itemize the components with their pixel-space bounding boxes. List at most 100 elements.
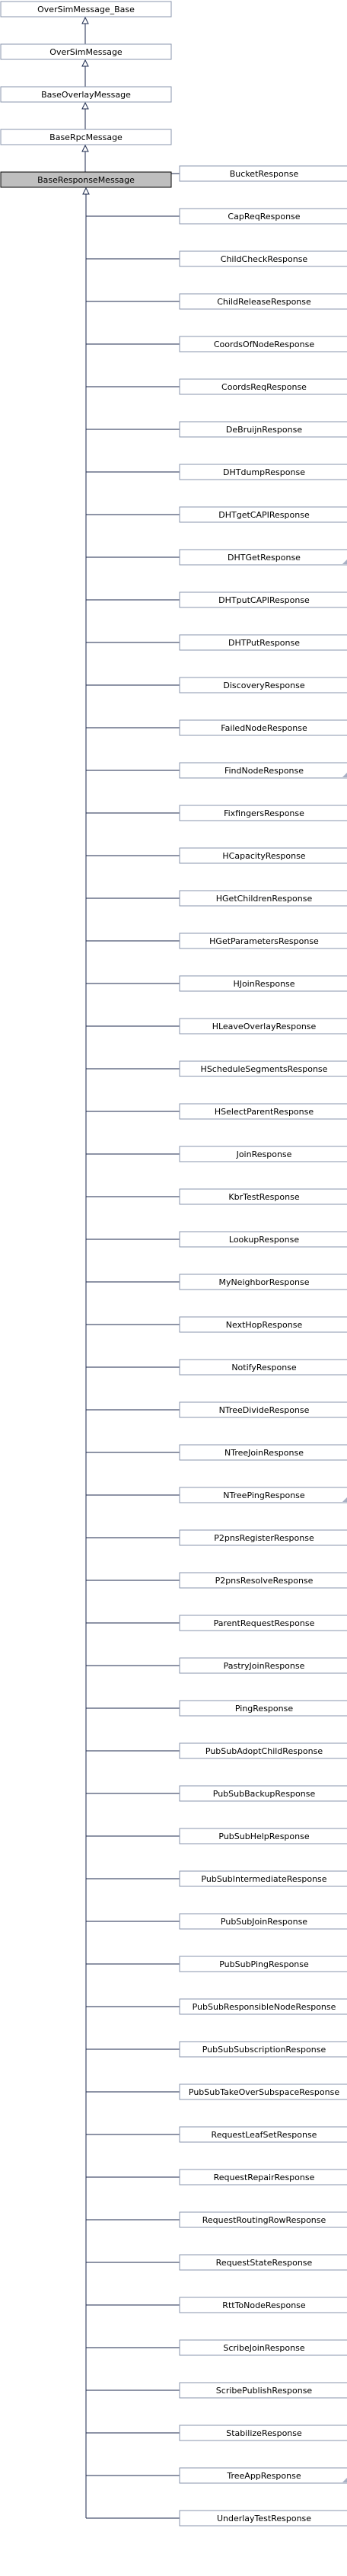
class-node-de-bruijn-response[interactable]: DeBruijnResponse [179, 421, 347, 438]
class-node-pub-sub-intermediate-response[interactable]: PubSubIntermediateResponse [179, 1870, 347, 1887]
class-label: FindNodeResponse [224, 766, 304, 776]
class-node-dhtput-response[interactable]: DHTPutResponse [179, 634, 347, 651]
class-box [179, 1444, 347, 1461]
class-label: DHTPutResponse [228, 638, 300, 648]
class-node-pub-sub-ping-response[interactable]: PubSubPingResponse [179, 1956, 347, 1972]
class-label: DeBruijnResponse [226, 425, 302, 435]
class-node-discovery-response[interactable]: DiscoveryResponse [179, 677, 347, 693]
class-label: TreeAppResponse [226, 2471, 301, 2481]
class-node-next-hop-response[interactable]: NextHopResponse [179, 1316, 347, 1333]
class-node-ntree-divide-response[interactable]: NTreeDivideResponse [179, 1401, 347, 1418]
class-node-base-overlay-message[interactable]: BaseOverlayMessage [0, 86, 172, 103]
class-label: DHTgetCAPIResponse [218, 510, 310, 520]
class-label: LookupResponse [229, 1235, 299, 1245]
class-node-request-leaf-set-response[interactable]: RequestLeafSetResponse [179, 2126, 347, 2143]
class-node-bucket-response[interactable]: BucketResponse [179, 165, 347, 182]
class-node-pastry-join-response[interactable]: PastryJoinResponse [179, 1657, 347, 1674]
class-node-ping-response[interactable]: PingResponse [179, 1700, 347, 1717]
class-node-p2pns-resolve-response[interactable]: P2pnsResolveResponse [179, 1572, 347, 1589]
class-node-base-rpc-message[interactable]: BaseRpcMessage [0, 129, 172, 145]
class-node-ntree-join-response[interactable]: NTreeJoinResponse [179, 1444, 347, 1461]
class-label: P2pnsResolveResponse [215, 1576, 314, 1586]
class-box [179, 677, 347, 693]
class-node-parent-request-response[interactable]: ParentRequestResponse [179, 1615, 347, 1631]
class-node-tree-app-response[interactable]: TreeAppResponse [179, 2467, 347, 2484]
class-node-kbr-test-response[interactable]: KbrTestResponse [179, 1188, 347, 1205]
class-node-fixfingers-response[interactable]: FixfingersResponse [179, 805, 347, 821]
class-node-failed-node-response[interactable]: FailedNodeResponse [179, 719, 347, 736]
class-node-pub-sub-backup-response[interactable]: PubSubBackupResponse [179, 1785, 347, 1802]
class-node-over-sim-message-base[interactable]: OverSimMessage_Base [0, 1, 172, 18]
class-label: PastryJoinResponse [224, 1661, 305, 1671]
class-label: BaseRpcMessage [49, 132, 123, 142]
class-node-rtt-to-node-response[interactable]: RttToNodeResponse [179, 2297, 347, 2313]
class-node-dhtput-capiresponse[interactable]: DHTputCAPIResponse [179, 591, 347, 608]
class-box [179, 2169, 347, 2185]
class-node-pub-sub-take-over-subspace-response[interactable]: PubSubTakeOverSubspaceResponse [179, 2083, 347, 2100]
class-node-pub-sub-help-response[interactable]: PubSubHelpResponse [179, 1828, 347, 1844]
class-box [179, 1742, 347, 1759]
class-box [179, 2041, 347, 2058]
class-node-scribe-join-response[interactable]: ScribeJoinResponse [179, 2339, 347, 2356]
class-label: NTreeDivideResponse [219, 1405, 310, 1415]
class-node-hschedule-segments-response[interactable]: HScheduleSegmentsResponse [179, 1060, 347, 1077]
class-box [179, 2211, 347, 2228]
class-node-pub-sub-adopt-child-response[interactable]: PubSubAdoptChildResponse [179, 1742, 347, 1759]
class-node-hcapacity-response[interactable]: HCapacityResponse [179, 847, 347, 864]
class-node-pub-sub-join-response[interactable]: PubSubJoinResponse [179, 1913, 347, 1930]
class-node-scribe-publish-response[interactable]: ScribePublishResponse [179, 2382, 347, 2399]
class-label: OverSimMessage [49, 47, 123, 57]
class-label: ParentRequestResponse [214, 1618, 315, 1628]
class-node-dhtget-response[interactable]: DHTGetResponse [179, 549, 347, 566]
class-node-p2pns-register-response[interactable]: P2pnsRegisterResponse [179, 1529, 347, 1546]
class-box [179, 1913, 347, 1930]
collapsed-subclasses-marker [342, 1497, 347, 1502]
class-node-request-routing-row-response[interactable]: RequestRoutingRowResponse [179, 2211, 347, 2228]
class-box [179, 805, 347, 821]
class-label: KbrTestResponse [228, 1192, 299, 1202]
class-node-over-sim-message[interactable]: OverSimMessage [0, 43, 172, 60]
class-node-hget-parameters-response[interactable]: HGetParametersResponse [179, 933, 347, 949]
class-label: ScribePublishResponse [216, 2386, 313, 2396]
class-node-request-repair-response[interactable]: RequestRepairResponse [179, 2169, 347, 2185]
class-node-my-neighbor-response[interactable]: MyNeighborResponse [179, 1274, 347, 1290]
class-node-dhtget-capiresponse[interactable]: DHTgetCAPIResponse [179, 506, 347, 523]
class-node-pub-sub-responsible-node-response[interactable]: PubSubResponsibleNodeResponse [179, 1998, 347, 2015]
class-node-find-node-response[interactable]: FindNodeResponse [179, 762, 347, 779]
class-label: HSelectParentResponse [215, 1107, 314, 1117]
class-node-hselect-parent-response[interactable]: HSelectParentResponse [179, 1103, 347, 1120]
class-box [0, 43, 172, 60]
class-node-lookup-response[interactable]: LookupResponse [179, 1231, 347, 1248]
class-node-ntree-ping-response[interactable]: NTreePingResponse [179, 1487, 347, 1503]
class-node-stabilize-response[interactable]: StabilizeResponse [179, 2425, 347, 2441]
class-node-join-response[interactable]: JoinResponse [179, 1146, 347, 1162]
class-node-base-response-message[interactable]: BaseResponseMessage [0, 171, 172, 188]
class-label: HGetParametersResponse [209, 936, 319, 946]
class-node-coords-of-node-response[interactable]: CoordsOfNodeResponse [179, 336, 347, 352]
class-box [179, 890, 347, 907]
class-node-request-state-response[interactable]: RequestStateResponse [179, 2254, 347, 2271]
class-node-hleave-overlay-response[interactable]: HLeaveOverlayResponse [179, 1018, 347, 1035]
class-node-cap-req-response[interactable]: CapReqResponse [179, 208, 347, 225]
class-label: OverSimMessage_Base [37, 5, 135, 14]
class-box [179, 208, 347, 225]
class-label: HCapacityResponse [222, 851, 305, 861]
class-node-child-check-response[interactable]: ChildCheckResponse [179, 250, 347, 267]
class-box [179, 1998, 347, 2015]
class-node-notify-response[interactable]: NotifyResponse [179, 1359, 347, 1376]
class-node-coords-req-response[interactable]: CoordsReqResponse [179, 378, 347, 395]
class-node-pub-sub-subscription-response[interactable]: PubSubSubscriptionResponse [179, 2041, 347, 2058]
class-node-hjoin-response[interactable]: HJoinResponse [179, 975, 347, 992]
class-box [179, 1700, 347, 1717]
class-box [179, 464, 347, 480]
class-box [179, 1615, 347, 1631]
class-box [179, 2425, 347, 2441]
class-label: PubSubAdoptChildResponse [205, 1746, 323, 1756]
class-node-hget-children-response[interactable]: HGetChildrenResponse [179, 890, 347, 907]
class-node-dhtdump-response[interactable]: DHTdumpResponse [179, 464, 347, 480]
class-node-underlay-test-response[interactable]: UnderlayTestResponse [179, 2510, 347, 2527]
class-box [0, 86, 172, 103]
class-label: NTreeJoinResponse [224, 1448, 304, 1458]
class-node-child-release-response[interactable]: ChildReleaseResponse [179, 293, 347, 310]
